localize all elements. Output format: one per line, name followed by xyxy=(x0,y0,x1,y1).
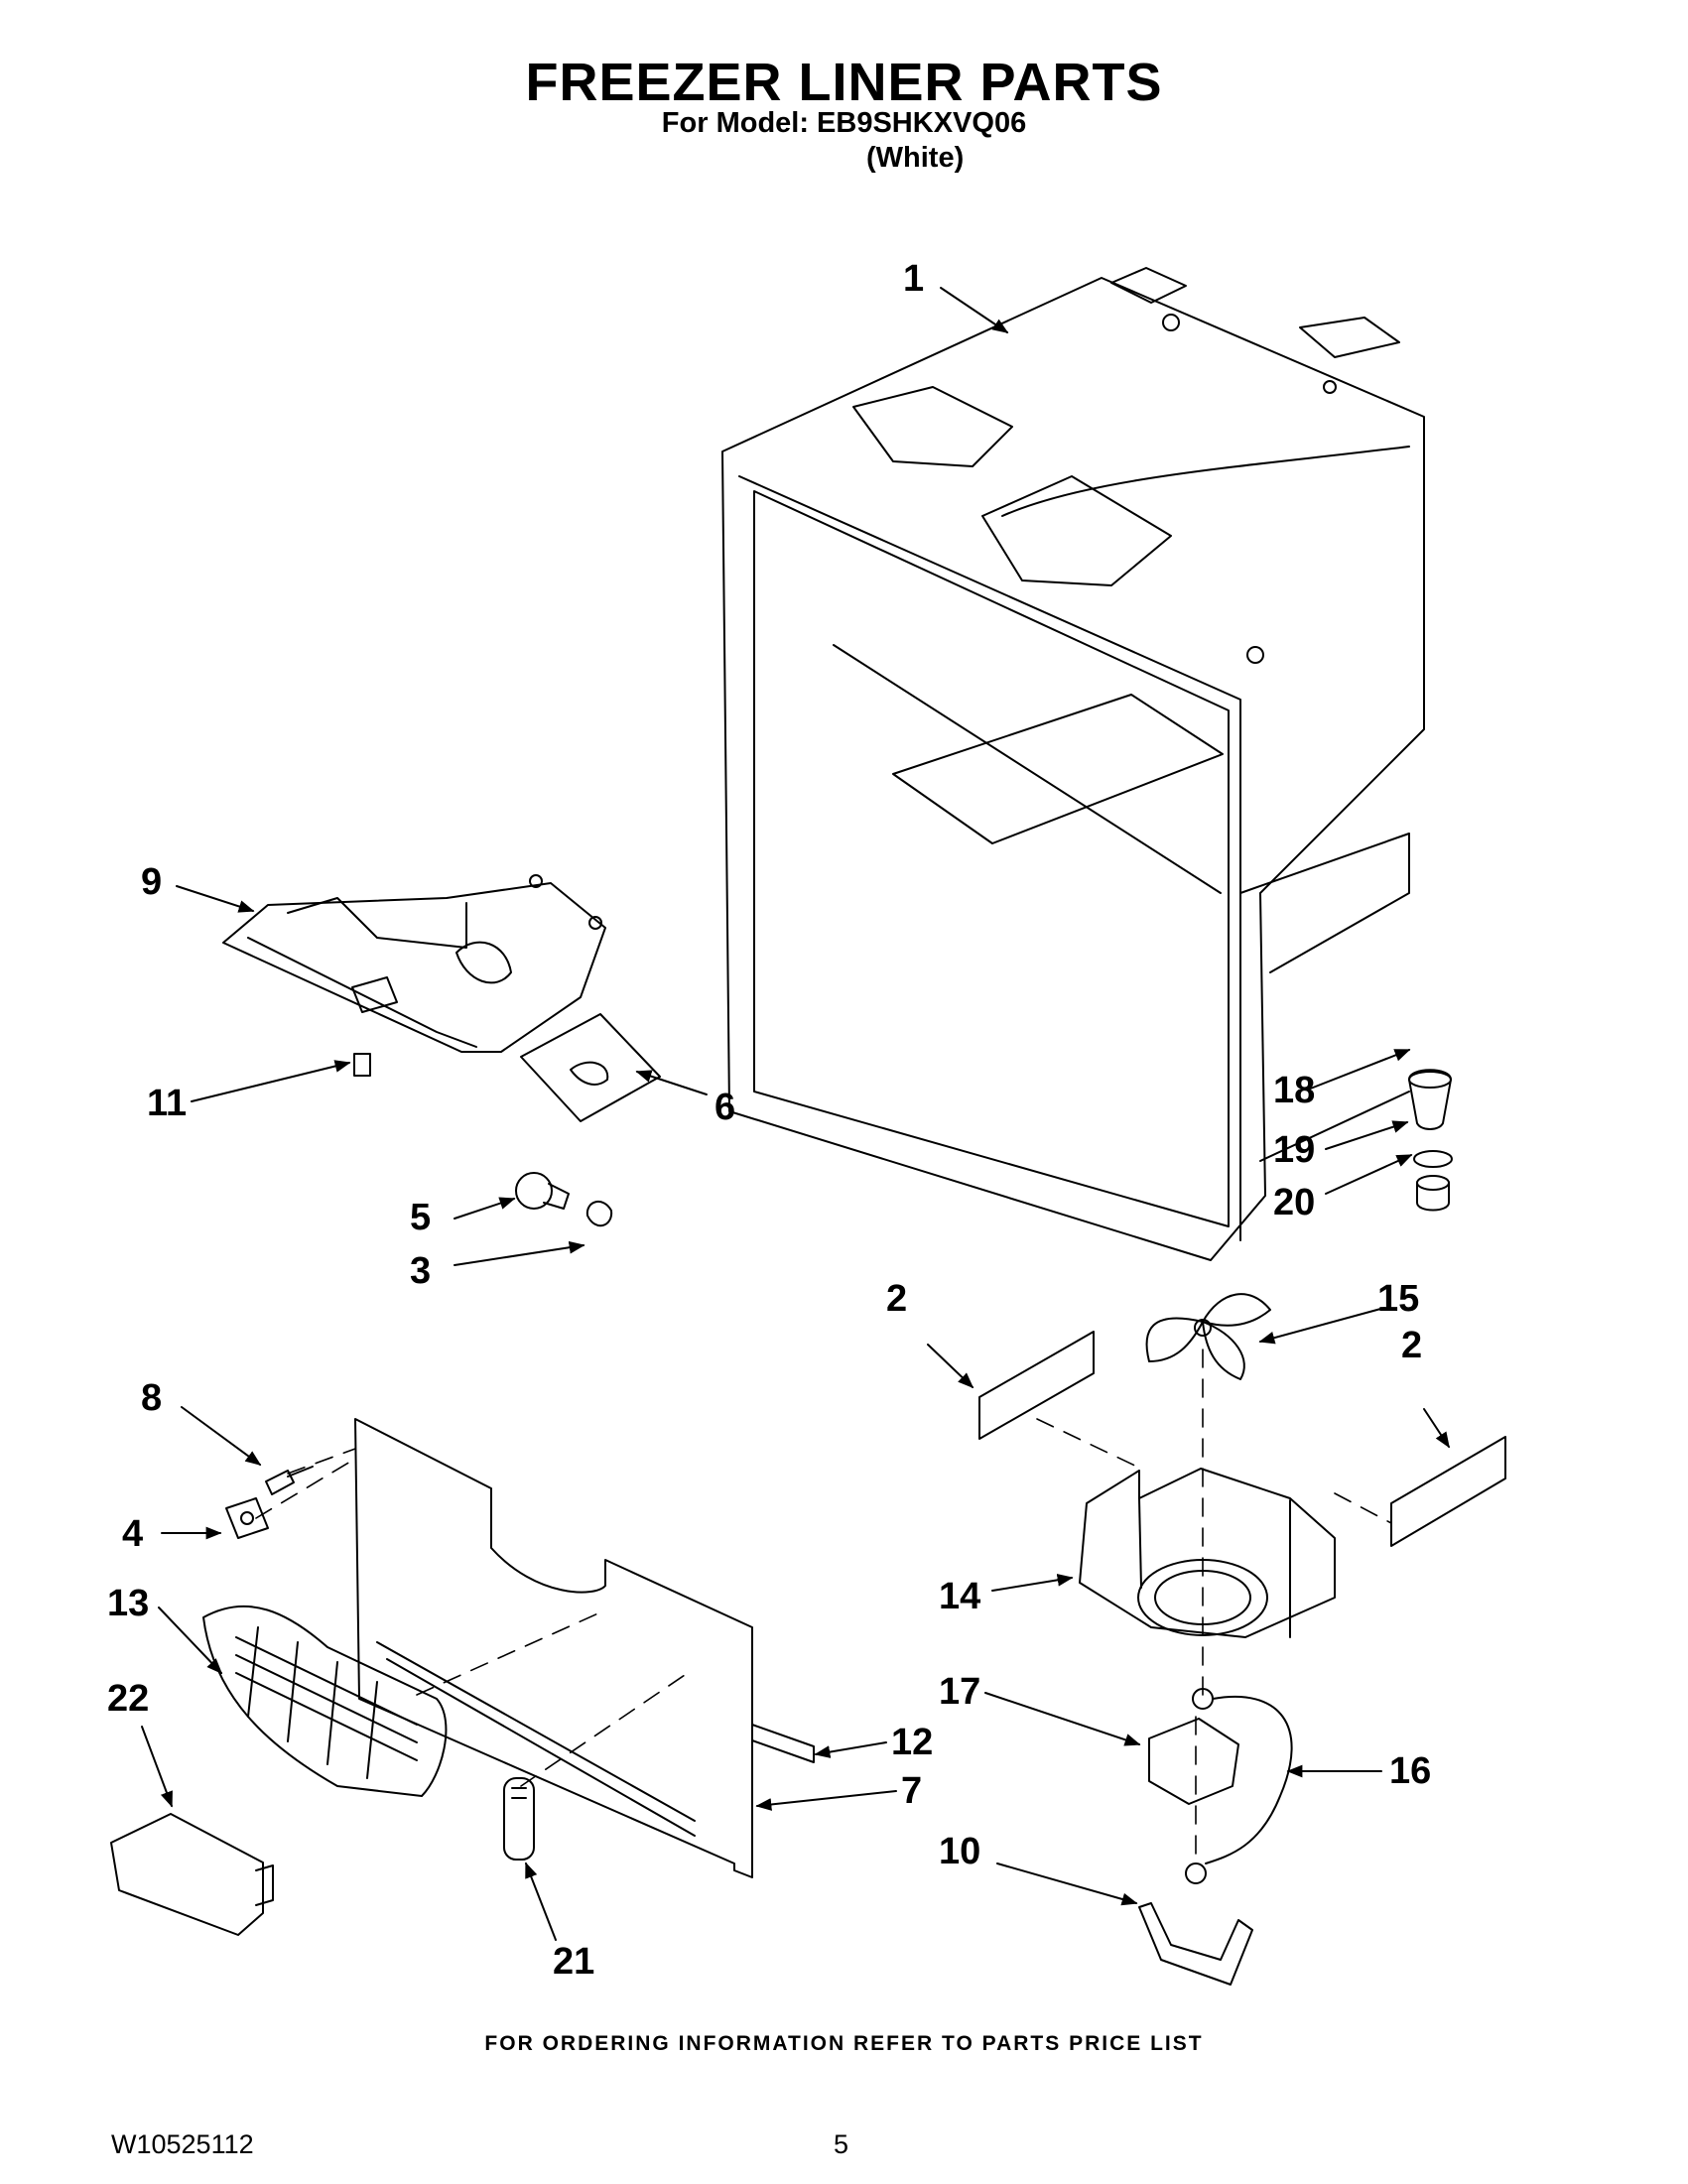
model-color: (White) xyxy=(866,142,965,174)
callout-16: 16 xyxy=(1389,1750,1432,1792)
callout-18: 18 xyxy=(1273,1070,1316,1111)
callout-14: 14 xyxy=(939,1576,981,1617)
part-8-screw xyxy=(265,1466,314,1495)
callout-10: 10 xyxy=(939,1831,981,1872)
part-4-thermostat xyxy=(225,1497,269,1539)
callout-4: 4 xyxy=(122,1513,144,1555)
part-18-funnel xyxy=(1408,1069,1452,1130)
callout-7: 7 xyxy=(901,1770,923,1812)
callout-17: 17 xyxy=(939,1671,981,1713)
callout-6: 6 xyxy=(714,1087,736,1128)
part-22-cover xyxy=(110,1813,274,1936)
assembly-guide-lines xyxy=(255,1349,1392,1866)
callout-15: 15 xyxy=(1377,1278,1420,1320)
part-17-fan-motor xyxy=(1148,1688,1239,1805)
part-10-motor-bracket xyxy=(1138,1863,1253,1986)
callout-21: 21 xyxy=(553,1941,595,1983)
part-2-foam-left xyxy=(978,1331,1095,1440)
callout-12: 12 xyxy=(891,1722,934,1763)
part-16-wire-harness xyxy=(1205,1695,1293,1864)
part-11-connector xyxy=(353,1053,371,1077)
part-5-light-bulb xyxy=(515,1172,570,1210)
part-14-fan-shroud xyxy=(1079,1468,1336,1638)
callout-13: 13 xyxy=(107,1583,150,1624)
part-20-cap xyxy=(1416,1175,1450,1212)
callout-20: 20 xyxy=(1273,1182,1316,1223)
callout-1: 1 xyxy=(903,258,925,300)
callout-9: 9 xyxy=(141,861,163,903)
part-freezer-liner xyxy=(721,267,1425,1261)
callout-3: 3 xyxy=(410,1250,432,1292)
callout-11: 11 xyxy=(147,1083,188,1124)
part-7-evaporator-cover xyxy=(354,1418,753,1878)
part-3-light-socket xyxy=(585,1201,613,1227)
document-id: W10525112 xyxy=(111,2129,254,2159)
callout-19: 19 xyxy=(1273,1129,1316,1171)
part-13-grille xyxy=(202,1605,448,1797)
callout-8: 8 xyxy=(141,1377,163,1419)
part-12-foam-strip xyxy=(751,1724,815,1763)
part-6-gasket xyxy=(520,1013,661,1122)
page-title: FREEZER LINER PARTS xyxy=(525,53,1163,112)
callout-2-right: 2 xyxy=(1401,1325,1423,1366)
model-line: For Model: EB9SHKXVQ06 xyxy=(661,107,1027,139)
callout-2-left: 2 xyxy=(886,1278,908,1320)
ordering-note: FOR ORDERING INFORMATION REFER TO PARTS … xyxy=(484,2032,1204,2055)
part-2-foam-right xyxy=(1390,1436,1506,1547)
page-number: 5 xyxy=(834,2129,849,2159)
part-air-duct xyxy=(222,874,606,1053)
callout-5: 5 xyxy=(410,1197,432,1238)
part-19-seal xyxy=(1413,1150,1453,1168)
part-21-sensor xyxy=(503,1777,535,1861)
callout-22: 22 xyxy=(107,1678,150,1720)
leader-arrows xyxy=(141,287,1450,1941)
part-15-fan-blade xyxy=(1145,1293,1271,1380)
